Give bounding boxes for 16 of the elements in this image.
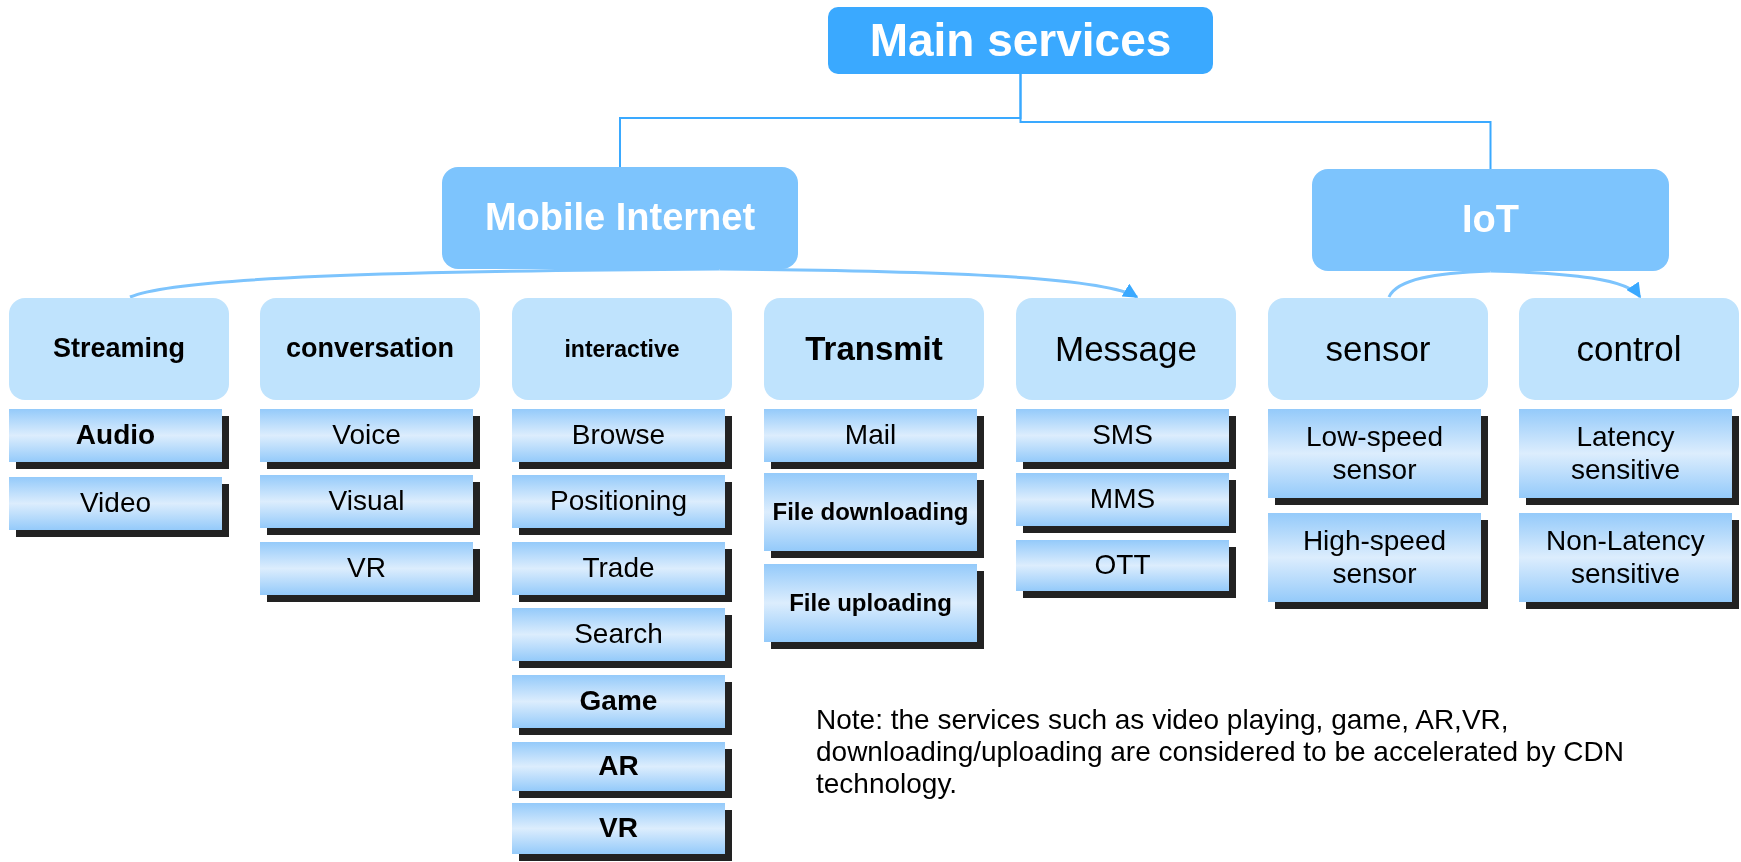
service-category-box: Streaming	[9, 298, 229, 400]
service-category-box: Transmit	[764, 298, 984, 400]
service-category-box: sensor	[1268, 298, 1488, 400]
service-category-box: control	[1519, 298, 1739, 400]
connector-line	[1019, 73, 1492, 170]
service-category-box: interactive	[512, 298, 732, 400]
service-group-box: Mobile Internet	[442, 167, 798, 269]
service-category-box: Message	[1016, 298, 1236, 400]
service-group-box: IoT	[1312, 169, 1669, 271]
arrow	[1490, 269, 1642, 299]
connector-line	[129, 267, 720, 299]
service-category-box: conversation	[260, 298, 480, 400]
connector-line	[1387, 269, 1491, 298]
root-service-box: Main services	[828, 7, 1213, 74]
note-text: Note: the services such as video playing, game, AR,VR, downloading/uploading are considered to be accelerated by CDN technology.	[816, 704, 1625, 801]
arrow	[719, 267, 1139, 299]
